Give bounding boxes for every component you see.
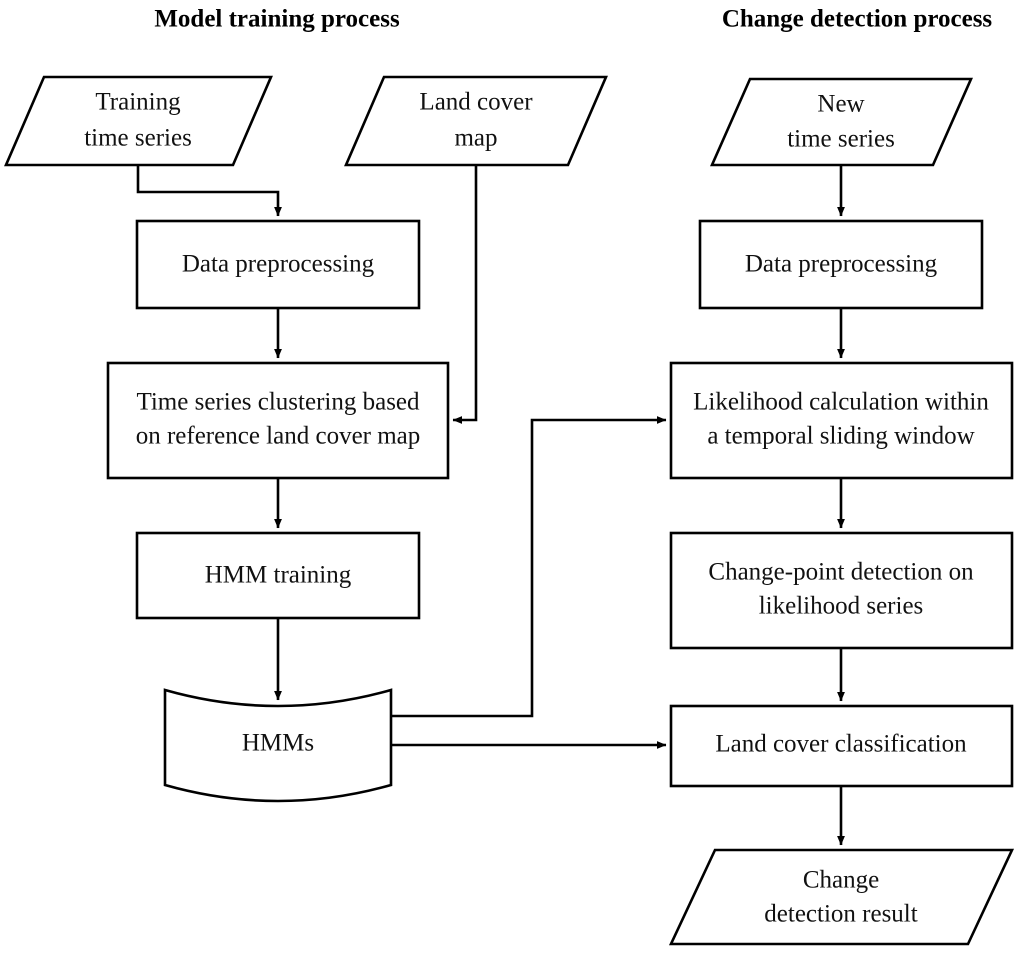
node-data-preprocessing-right-label: Data preprocessing [745, 251, 938, 278]
node-likelihood-calculation[interactable]: Likelihood calculation within a temporal… [669, 361, 1014, 480]
node-new-time-series-label-line2: time series [787, 126, 895, 153]
node-change-detection-result-label-line1: Change [803, 867, 879, 894]
node-change-point-detection-label-line2: likelihood series [759, 593, 924, 620]
node-hmm-training-label: HMM training [205, 562, 352, 589]
node-likelihood-calculation-label-line2: a temporal sliding window [707, 423, 974, 450]
node-land-cover-classification[interactable]: Land cover classification [669, 704, 1014, 788]
node-land-cover-map[interactable]: Land cover map [344, 75, 608, 167]
node-time-series-clustering-label-line2: on reference land cover map [136, 423, 421, 450]
node-time-series-clustering-label-line1: Time series clustering based [136, 389, 420, 416]
node-new-time-series[interactable]: New time series [710, 77, 973, 167]
node-land-cover-map-label-line2: map [454, 125, 497, 152]
node-land-cover-map-label-line1: Land cover [419, 89, 533, 116]
section-title-right: Change detection process [722, 6, 993, 33]
edge-landcovermap-to-clustering [452, 165, 478, 424]
node-hmm-training[interactable]: HMM training [135, 531, 421, 620]
node-hmms[interactable]: HMMs [163, 688, 393, 803]
edge-training-to-preprocessing [136, 165, 282, 217]
node-change-detection-result-label-line2: detection result [764, 901, 917, 928]
node-data-preprocessing-left[interactable]: Data preprocessing [135, 219, 421, 310]
node-land-cover-classification-label: Land cover classification [715, 731, 967, 758]
node-likelihood-calculation-label-line1: Likelihood calculation within [693, 389, 989, 416]
node-time-series-clustering[interactable]: Time series clustering based on referenc… [106, 361, 450, 480]
node-data-preprocessing-left-label: Data preprocessing [182, 251, 375, 278]
node-change-detection-result[interactable]: Change detection result [668, 848, 1015, 946]
node-training-time-series[interactable]: Training time series [4, 75, 273, 167]
node-new-time-series-label-line1: New [817, 91, 864, 118]
node-change-point-detection-label-line1: Change-point detection on [708, 559, 974, 586]
edge-hmms-to-likelihood [391, 416, 667, 718]
node-training-time-series-label-line2: time series [84, 125, 192, 152]
section-title-left: Model training process [154, 6, 400, 33]
node-change-point-detection[interactable]: Change-point detection on likelihood ser… [669, 531, 1014, 650]
node-hmms-label: HMMs [242, 730, 314, 757]
node-data-preprocessing-right[interactable]: Data preprocessing [698, 219, 984, 310]
node-training-time-series-label-line1: Training [95, 89, 181, 116]
